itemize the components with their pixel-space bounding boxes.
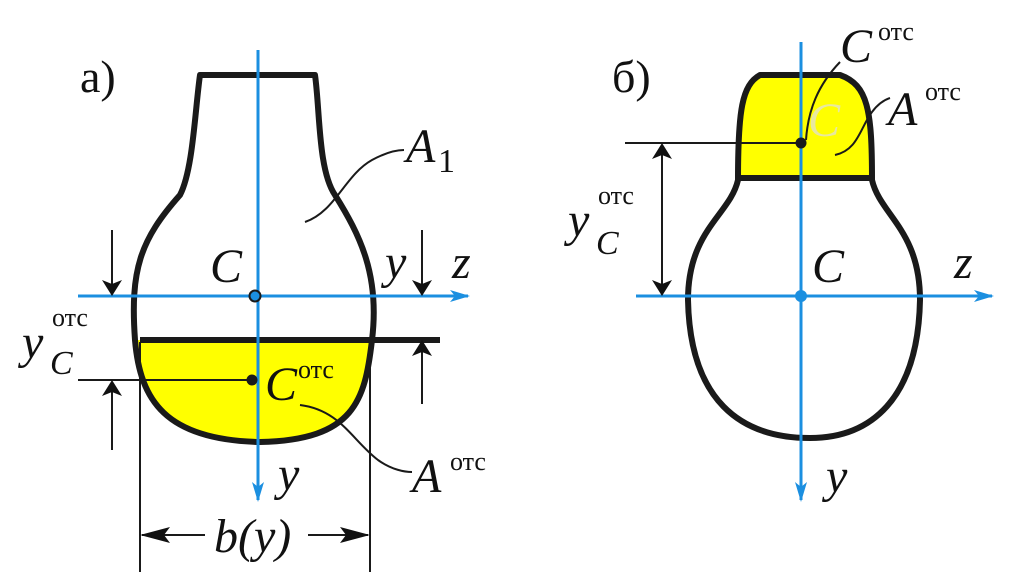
panel-a-width-label: b(y): [214, 510, 291, 563]
panel-a-cut-centroid-label: C: [265, 358, 298, 411]
panel-b-axis-y-label: y: [821, 450, 848, 503]
panel-b-cut-region: [730, 75, 880, 178]
panel-a-centroid-label: C: [210, 240, 243, 293]
panel-a-leader-a1: [304, 149, 405, 223]
panel-a-area-main-label: A: [403, 120, 436, 173]
panel-a-y-tick-label: y: [380, 236, 407, 289]
panel-a-cut-centroid-sup: отс: [298, 355, 334, 384]
panel-b-cut-area-label: A: [885, 83, 918, 136]
panel-a-offset-sub: C: [50, 345, 73, 382]
panel-b-cut-centroid-sup: отс: [878, 17, 914, 46]
panel-a-outline: [130, 72, 377, 445]
panel-a-cut-centroid-point: [246, 374, 258, 386]
panel-a-tag: a): [80, 51, 116, 102]
panel-b-leader-cut-centroid: [805, 61, 841, 141]
panel-b-leader-cut-area: [834, 97, 891, 156]
panel-a-centroid-point: [248, 289, 262, 303]
panel-b-cut-area-sup: отс: [925, 77, 961, 106]
panel-a-offset-label: y: [17, 316, 44, 369]
panel-b-cut-centroid-label: C: [840, 20, 873, 73]
panel-a: a) C z y y A 1 y отс C C отс A отс b(y): [17, 50, 486, 572]
panel-b-offset-sup: отс: [598, 181, 634, 210]
panel-b-offset-label: y: [563, 194, 590, 247]
panel-a-axis-y-label: y: [273, 448, 300, 501]
panel-b: C б) C z y C отс A отс y отс C: [563, 17, 994, 503]
panel-b-cut-centroid-point: [795, 137, 807, 149]
panel-a-cut-area-label: A: [409, 450, 442, 503]
panel-a-area-main-index: 1: [438, 143, 455, 180]
panel-b-outline: [685, 72, 923, 441]
panel-b-ghost-c: C: [808, 94, 841, 147]
panel-a-leader-acut: [299, 404, 413, 473]
panel-a-cut-area-sup: отс: [450, 447, 486, 476]
panel-b-offset-sub: C: [596, 225, 619, 262]
panel-b-centroid-label: C: [812, 240, 845, 293]
panel-a-axis-z-label: z: [451, 236, 471, 289]
panel-a-offset-sup: отс: [52, 303, 88, 332]
panel-b-tag: б): [612, 51, 651, 102]
panel-b-centroid-point: [795, 290, 807, 302]
panel-b-axis-z-label: z: [953, 236, 973, 289]
